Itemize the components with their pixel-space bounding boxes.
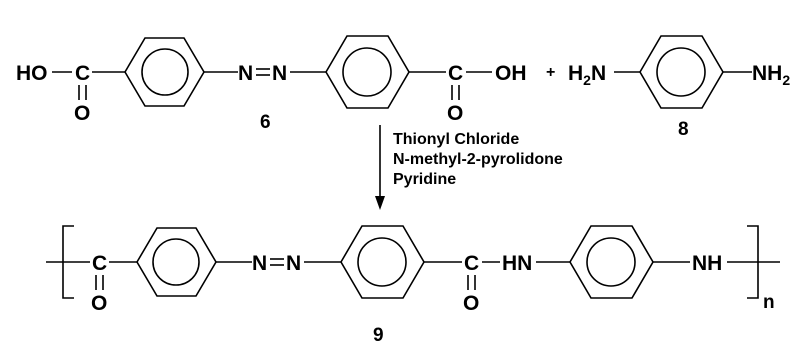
repeat-subscript-n: n (763, 292, 775, 313)
atom-azo-n3: N (252, 252, 267, 275)
atom-c-1: C (92, 252, 107, 275)
compound-label-6: 6 (260, 112, 271, 133)
benzene-ring-2 (325, 35, 410, 109)
condition-3: Pyridine (393, 171, 456, 188)
reaction-conditions: Thionyl Chloride N-methyl-2-pyrolidone P… (393, 131, 563, 188)
benzene-ring-5 (340, 225, 425, 299)
atom-azo-n1: N (238, 62, 253, 85)
bracket-right (747, 225, 759, 299)
atom-o-left: O (74, 102, 90, 125)
compound-label-8: 8 (678, 119, 689, 140)
atom-azo-n2: N (272, 62, 287, 85)
atom-azo-n4: N (286, 252, 301, 275)
atom-o-2: O (463, 292, 479, 315)
atom-nh: NH (692, 252, 722, 275)
atom-oh: OH (495, 62, 527, 85)
reactant-6: HO C O N N C O OH 6 (16, 35, 527, 133)
atom-c-right: C (448, 62, 463, 85)
atom-o-1: O (91, 292, 107, 315)
reaction-arrow (375, 125, 385, 210)
condition-2: N-methyl-2-pyrolidone (393, 151, 563, 168)
atom-c-2: C (464, 252, 479, 275)
benzene-ring-6 (569, 225, 654, 299)
condition-1: Thionyl Chloride (393, 131, 519, 148)
product-9: C O N N C O HN NH (46, 225, 780, 346)
benzene-ring-1 (124, 37, 205, 107)
atom-nh2: NH2 (752, 62, 790, 88)
atom-h2n: H2N (568, 62, 606, 88)
atom-hn: HN (502, 252, 532, 275)
plus-sign: + (546, 64, 555, 81)
atom-ho: HO (16, 62, 48, 85)
atom-c-left: C (75, 62, 90, 85)
compound-label-9: 9 (373, 325, 384, 346)
benzene-ring-3 (639, 35, 724, 109)
reactant-8: H2N NH2 8 (568, 35, 790, 140)
benzene-ring-4 (136, 227, 217, 297)
atom-o-right: O (447, 102, 463, 125)
